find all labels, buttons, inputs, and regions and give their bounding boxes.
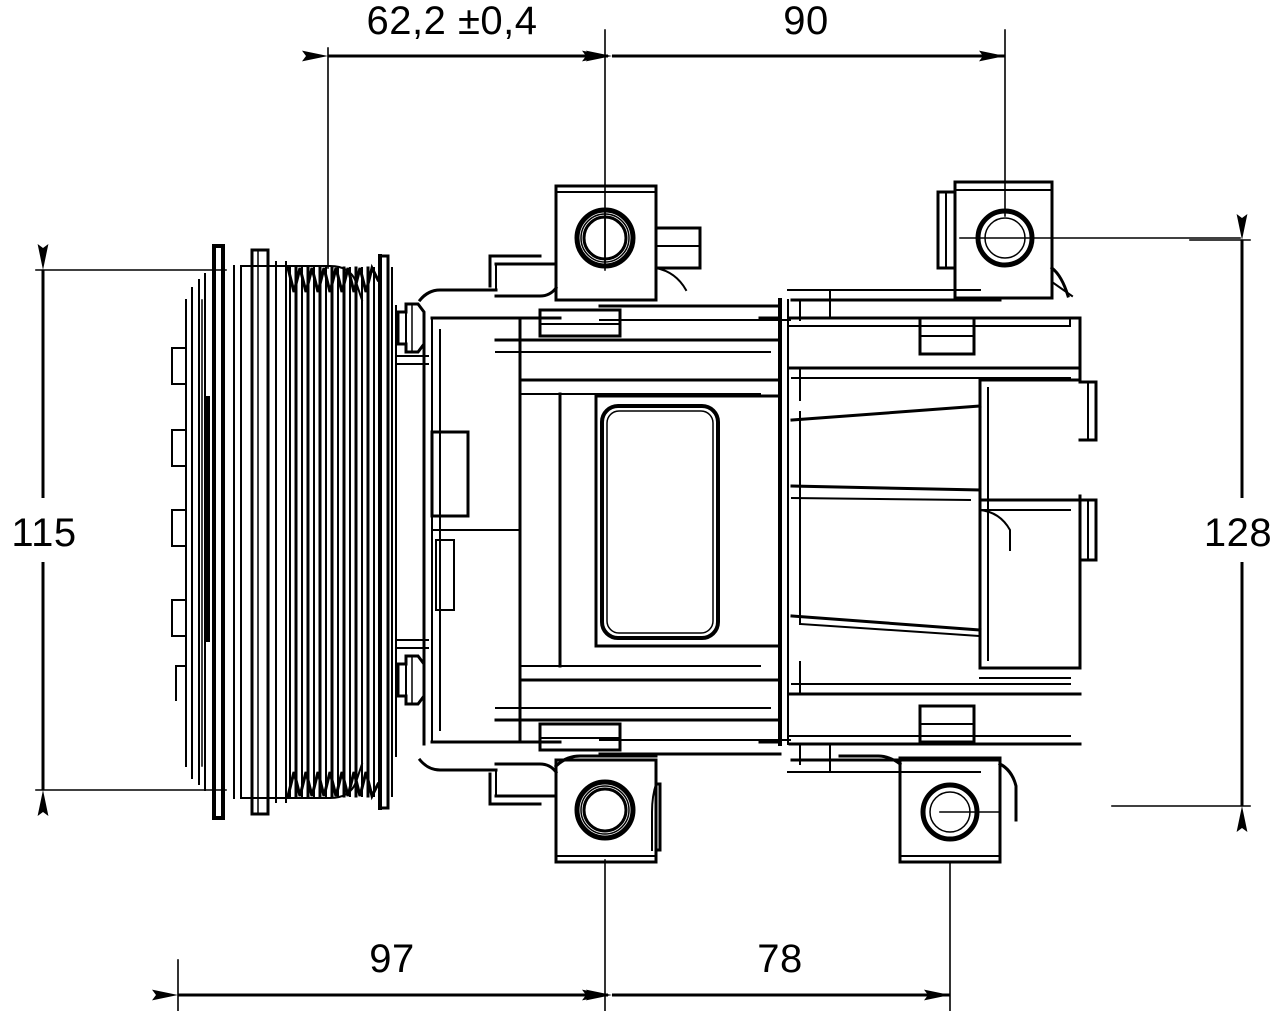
rear-head [787,289,1098,773]
dimension-label-115: 115 [11,511,76,555]
extension-lines [35,29,1251,1011]
dimension-label-128: 128 [1204,511,1272,555]
dimension-label-90: 90 [783,0,829,43]
dimension-label-62: 62,2 ±0,4 [366,0,537,43]
mounting-ear-top-left [554,184,702,302]
nameplate-panel [594,394,782,648]
mounting-ear-bottom-left [553,754,662,864]
dimension-label-78: 78 [757,937,803,981]
v-ribbed-pulley [240,248,393,816]
magnetic-clutch-plate [171,244,242,820]
dimension-lines [37,50,1248,1001]
compressor-housing [431,262,791,798]
dimension-label-97: 97 [369,937,415,981]
